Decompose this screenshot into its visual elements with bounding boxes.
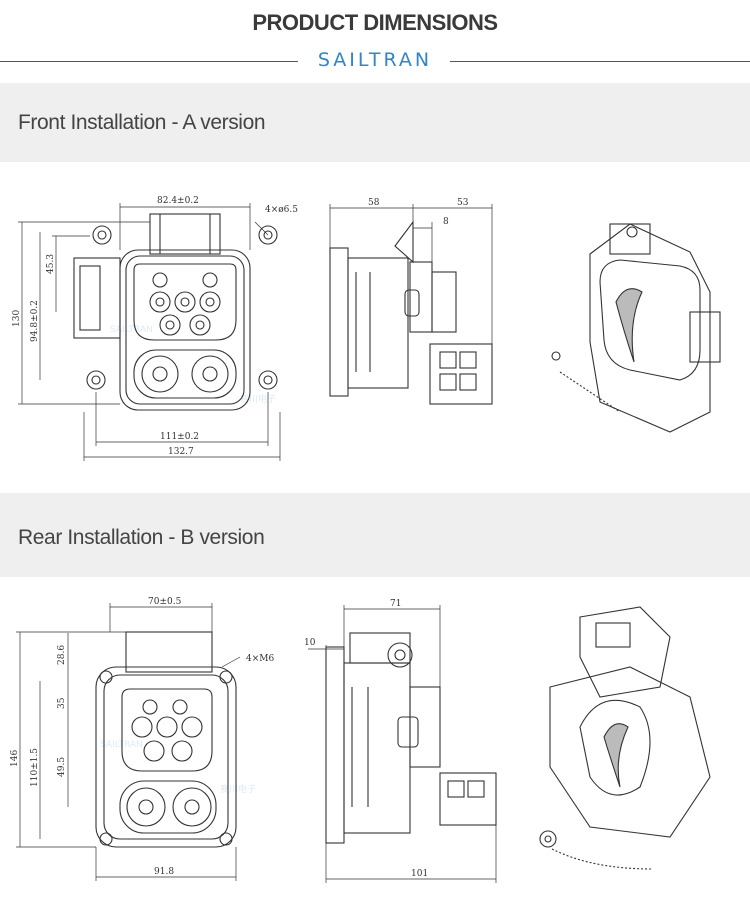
side-view-a [329,220,493,405]
dim-b-h-total: 146 [10,750,20,767]
section-b-band: Rear Installation - B version [0,493,750,577]
dim-a-holes: 4×ø6.5 [265,205,298,215]
page-header: PRODUCT DIMENSIONS SAILTRAN [0,0,750,80]
dim-b-side-left: 10 [304,638,316,648]
header-rule-left [0,61,298,62]
front-view-a-dims [18,203,281,461]
dim-a-height-small: 45.3 [46,254,56,274]
section-a-band: Front Installation - A version [0,83,750,162]
section-a-label: Front Installation - A version [18,111,266,134]
iso-view-a [551,223,721,433]
dim-b-screws: 4×M6 [246,654,274,664]
watermark-latin: SAILTRAN [110,325,153,335]
dim-a-height-mid: 94.8±0.2 [30,300,40,342]
front-view-b-dims [16,603,241,881]
dim-b-bottom: 91.8 [154,867,174,877]
dim-a-side-right: 53 [457,198,469,208]
dim-a-height-total: 130 [12,310,22,327]
section-b-label: Rear Installation - B version [18,526,265,549]
header-rule-right [450,61,750,62]
section-a-drawing: SAILTRAN 赛川电子 [0,162,750,493]
dim-a-bottom-total: 132.7 [168,447,194,457]
iso-view-b [539,606,711,870]
dim-a-side-step: 8 [443,217,449,227]
side-view-b-dims [308,605,497,883]
rear-install-drawing-svg: SAILTRAN 赛川电子 [10,597,711,883]
page-title: PRODUCT DIMENSIONS [252,10,498,35]
watermark-cjk: 赛川电子 [240,393,276,405]
side-view-a-dims [329,204,493,344]
dim-b-h3: 49.5 [57,757,67,777]
dim-b-h2: 35 [57,697,67,709]
section-b-drawing: SAILTRAN 赛川电子 [0,577,750,909]
front-view-a [73,213,278,411]
front-view-b [95,631,237,848]
watermark-latin-b: SAILTRAN [100,740,143,750]
dim-b-top-width: 70±0.5 [148,597,182,607]
dim-a-bottom-inner: 111±0.2 [160,432,199,442]
dim-b-side-top: 71 [390,599,401,609]
watermark-cjk-b: 赛川电子 [220,783,256,795]
dim-a-top-width: 82.4±0.2 [157,196,199,206]
front-install-drawing-svg: SAILTRAN 赛川电子 [12,196,721,461]
dim-b-side-bottom: 101 [411,869,428,879]
side-view-b [325,632,497,844]
dim-b-h1: 28.6 [57,645,67,665]
brand-logo: SAILTRAN [317,49,433,71]
dim-a-side-top: 58 [368,198,380,208]
dim-b-h4: 110±1.5 [30,748,40,787]
